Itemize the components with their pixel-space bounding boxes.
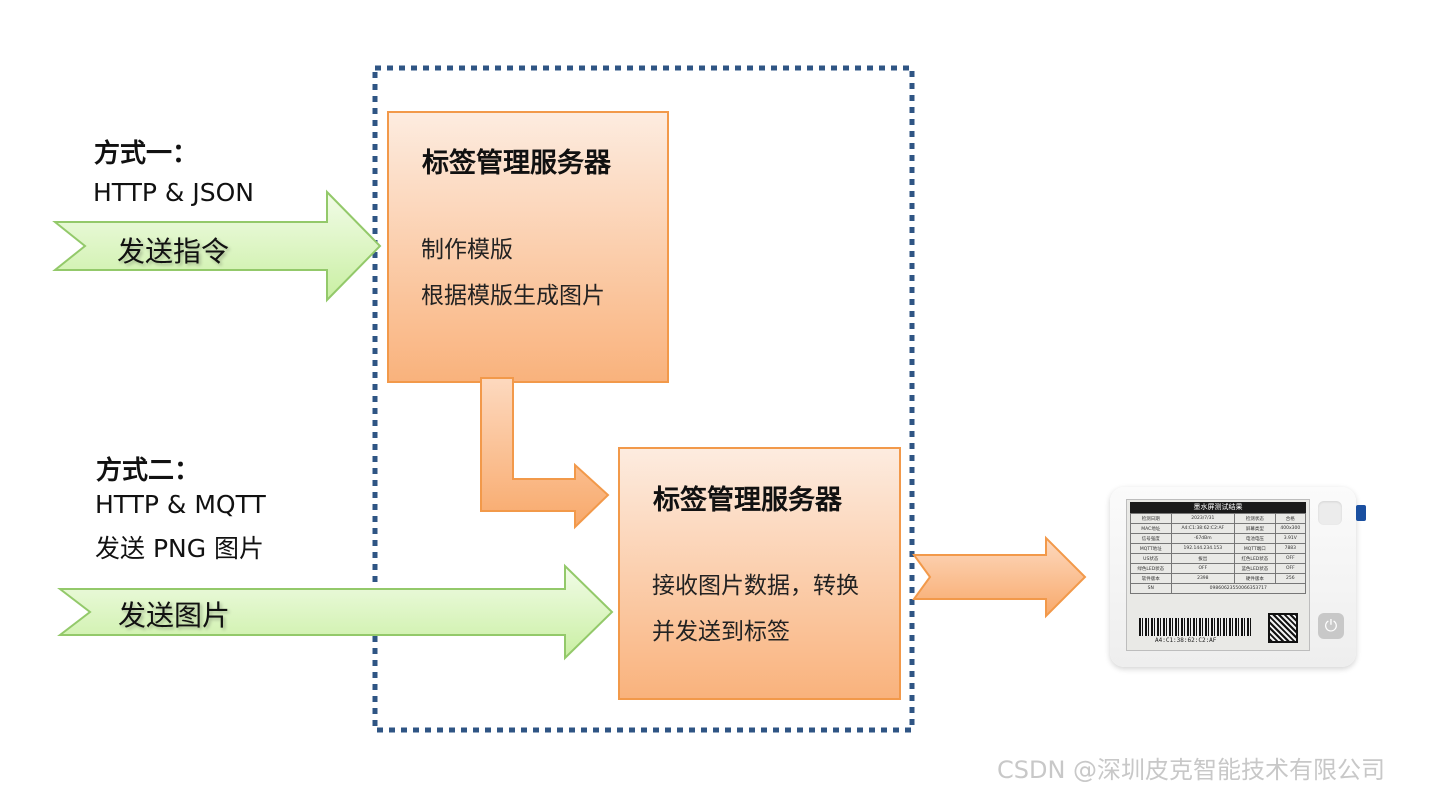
server-box-2-line1: 接收图片数据，转换 [652, 573, 859, 599]
server-box-1-title: 标签管理服务器 [422, 148, 611, 179]
test-result-cell: SN [1130, 583, 1172, 594]
test-result-cell: 屏幕类型 [1234, 523, 1276, 534]
test-result-cell: MQTT端口 [1234, 543, 1276, 554]
method1-title: 方式一： [94, 139, 199, 169]
test-result-cell: MAC地址 [1130, 523, 1172, 534]
server-box-2-line2: 并发送到标签 [652, 619, 790, 645]
server-box-1-line2: 根据模版生成图片 [421, 283, 605, 309]
test-result-cell: 拔出 [1170, 553, 1236, 564]
test-result-cell: 192.144.234.153 [1170, 543, 1236, 554]
method1-protocol: HTTP & JSON [93, 178, 254, 207]
test-result-cell: 2023/7/31 [1170, 513, 1236, 524]
send-command-arrow [52, 189, 382, 303]
qr-code [1268, 613, 1298, 643]
send-image-label: 发送图片 [118, 599, 231, 632]
watermark: CSDN @深圳皮克智能技术有限公司 [997, 756, 1386, 784]
test-result-cell: 检测状态 [1234, 513, 1276, 524]
test-result-cell: 检测日期 [1130, 513, 1172, 524]
mac-address-text: A4:C1:38:62:C2:AF [1155, 637, 1217, 644]
test-result-cell: 绿色LED状态 [1130, 563, 1172, 574]
test-result-cell: 2398 [1170, 573, 1236, 584]
server-box-1 [387, 111, 669, 383]
test-result-cell: 合格 [1274, 513, 1307, 524]
test-result-cell: -67dBm [1170, 533, 1236, 544]
server-box-1-line1: 制作模版 [421, 237, 513, 263]
send-image-arrow [57, 563, 614, 661]
test-result-cell: 硬件版本 [1234, 573, 1276, 584]
power-icon: ⏻ [1318, 613, 1344, 639]
test-result-cell: A4:C1:38:62:C2:AF [1170, 523, 1236, 534]
method2-protocol: HTTP & MQTT [95, 490, 266, 519]
test-result-cell: OFF [1274, 553, 1307, 564]
screen-header: 墨水屏测试结果 [1130, 502, 1306, 513]
test-result-cell: OFF [1170, 563, 1236, 574]
test-result-cell: 软件版本 [1130, 573, 1172, 584]
test-result-cell: 400x300 [1274, 523, 1307, 534]
test-result-cell: 电池电压 [1234, 533, 1276, 544]
test-result-cell: US状态 [1130, 553, 1172, 564]
test-result-cell: 3.91V [1274, 533, 1307, 544]
server-group-dashed-border [372, 65, 915, 733]
test-result-cell: OFF [1274, 563, 1307, 574]
connector-arrow [480, 377, 610, 530]
output-arrow [912, 535, 1087, 619]
method2-subtitle: 发送 PNG 图片 [95, 534, 265, 563]
test-result-cell: 09860623550066353717 [1170, 583, 1307, 594]
method2-title: 方式二： [96, 456, 201, 486]
server-box-2 [618, 447, 901, 700]
test-result-cell: MQTT地址 [1130, 543, 1172, 554]
test-result-cell: 256 [1274, 573, 1307, 584]
test-result-cell: 7883 [1274, 543, 1307, 554]
server-box-2-title: 标签管理服务器 [653, 485, 842, 516]
device-side-tab [1356, 505, 1366, 521]
test-result-cell: 蓝色LED状态 [1234, 563, 1276, 574]
send-command-label: 发送指令 [117, 235, 230, 268]
barcode [1139, 618, 1251, 636]
test-result-cell: 红色LED状态 [1234, 553, 1276, 564]
test-result-cell: 信号强度 [1130, 533, 1172, 544]
device-top-button [1318, 501, 1342, 525]
